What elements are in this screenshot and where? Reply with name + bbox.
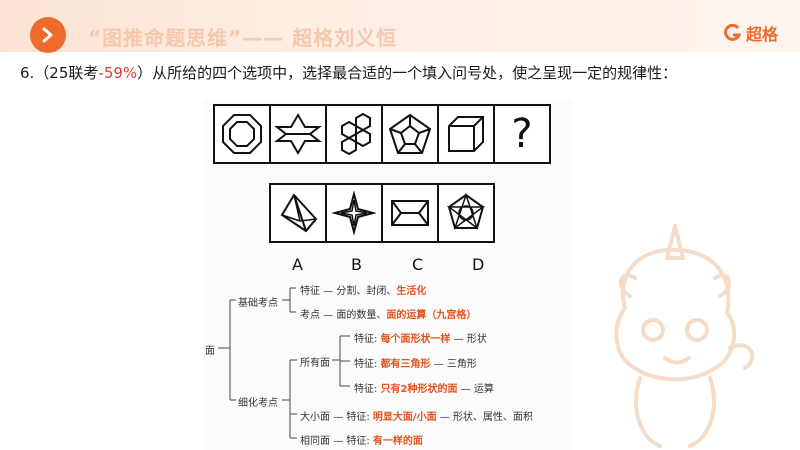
item-red: 都有三角形	[380, 359, 431, 370]
mindmap-detail-label: 细化考点	[238, 398, 278, 409]
mindmap-all-faces-item: 特征: 只有2种形状的面 — 运算	[354, 380, 494, 395]
item-suffix: — 三角形	[430, 359, 477, 370]
option-label-b[interactable]: B	[351, 255, 362, 274]
basic-point-red: 面的运算（九宫格）	[386, 310, 477, 321]
option-c-figure[interactable]	[381, 183, 439, 243]
item-red: 每个面形状一样	[380, 334, 451, 345]
puzzle-cell-pentagon	[381, 104, 439, 164]
item-prefix: 特征:	[354, 359, 381, 370]
size-faces-prefix: — 特征:	[333, 412, 373, 423]
item-prefix: 特征:	[354, 384, 381, 395]
item-prefix: 特征:	[354, 334, 381, 345]
mindmap-all-faces-item: 特征: 都有三角形 — 三角形	[354, 355, 477, 370]
item-suffix: — 形状	[450, 334, 487, 345]
question-pct: -59%	[98, 64, 138, 82]
unicorn-mascot-watermark	[614, 224, 755, 448]
question-mark: ?	[511, 111, 533, 157]
mindmap-root: 面	[205, 346, 215, 357]
mindmap-all-faces-label: 所有面	[300, 358, 330, 369]
question-text: 6.（25联考-59%）从所给的四个选项中，选择最合适的一个填入问号处，使之呈现…	[20, 62, 677, 83]
mindmap-basic-label: 基础考点	[238, 298, 278, 309]
question-suffix: ）从所给的四个选项中，选择最合适的一个填入问号处，使之呈现一定的规律性：	[137, 64, 678, 82]
brand-logo: 超格	[724, 21, 778, 45]
puzzle-cell-question: ?	[493, 104, 551, 164]
question-prefix: 6.（25联考	[20, 64, 99, 82]
basic-feature-red: 生活化	[396, 286, 427, 297]
mindmap-size-faces: 大小面 — 特征: 明显大面/小面 — 形状、属性、面积	[300, 408, 533, 423]
mindmap-basic-point: 考点 — 面的数量、面的运算（九宫格）	[300, 306, 476, 321]
item-red: 只有2种形状的面	[380, 384, 458, 395]
size-faces-red: 明显大面/小面	[372, 412, 437, 423]
puzzle-cell-hexagons	[325, 104, 383, 164]
brand-name: 超格	[745, 25, 778, 44]
option-label-d[interactable]: D	[472, 255, 485, 274]
mindmap-all-faces-item: 特征: 每个面形状一样 — 形状	[354, 330, 487, 345]
same-faces-red: 有一样的面	[372, 436, 423, 447]
same-faces-label: 相同面	[300, 436, 330, 447]
basic-point-prefix: 考点 — 面的数量、	[300, 310, 387, 321]
option-label-c[interactable]: C	[412, 255, 424, 274]
logo-arrow-icon	[30, 17, 66, 53]
size-faces-suffix: — 形状、属性、面积	[436, 412, 533, 423]
puzzle-options-row	[269, 183, 507, 247]
option-d-figure[interactable]	[437, 183, 495, 243]
size-faces-label: 大小面	[300, 412, 330, 423]
same-faces-prefix: — 特征:	[333, 436, 373, 447]
brand-g-icon	[724, 24, 742, 41]
header-title: “图推命题思维”—— 超格刘义恒	[88, 26, 398, 50]
item-suffix: — 运算	[457, 384, 494, 395]
option-a-figure[interactable]	[269, 183, 327, 243]
mindmap-basic-feature: 特征 — 分割、封闭、生活化	[300, 282, 426, 297]
mindmap-same-faces: 相同面 — 特征: 有一样的面	[300, 432, 423, 447]
option-label-a[interactable]: A	[292, 255, 303, 274]
header-bar: “图推命题思维”—— 超格刘义恒 超格	[0, 0, 800, 53]
puzzle-sequence-row: ?	[213, 104, 563, 168]
puzzle-cell-octagon	[213, 104, 271, 164]
basic-feature-prefix: 特征 — 分割、封闭、	[300, 286, 397, 297]
